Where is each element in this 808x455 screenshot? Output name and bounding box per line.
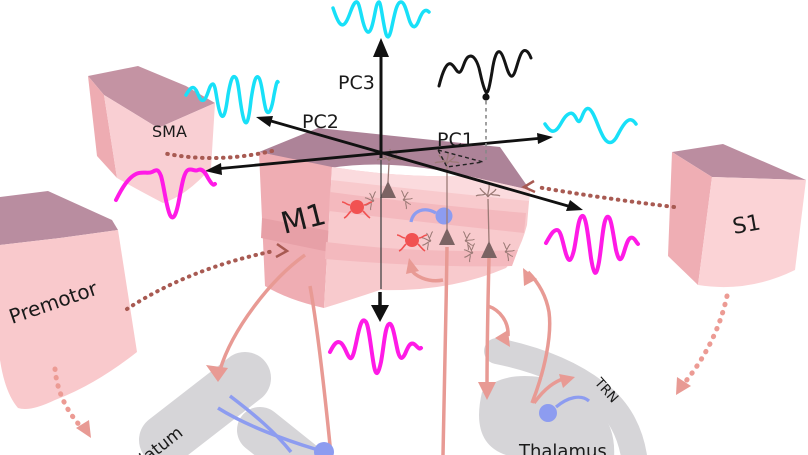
m1-descending-arrow-2: [441, 246, 449, 455]
s1-m1-dotted-link: [535, 185, 676, 209]
pyramidal-neurons: [380, 181, 497, 258]
m1-blue-neuron-icon: [435, 207, 453, 225]
pc2-pos-arrowhead-icon: [256, 116, 273, 127]
recurrent-arrowhead-icon: [406, 258, 419, 274]
premotor-striatum-arrowhead-icon: [76, 420, 91, 438]
pyramidal-neuron-icon: [481, 241, 497, 258]
trn-band: [484, 338, 647, 455]
s1-thalamus-dotted-link: [683, 293, 730, 384]
waveforms: [114, 0, 640, 375]
pc2-axis: [263, 117, 576, 210]
s1-label: S1: [731, 210, 763, 239]
dotted-connections-light: [52, 293, 730, 431]
thalamus-m1-arrowhead-icon: [523, 268, 537, 286]
pc3-negative-waveform: [328, 318, 423, 375]
pc2-label: PC2: [302, 111, 339, 133]
thalamus-trn-arrowhead-icon: [559, 374, 575, 388]
pc2-neg-arrowhead-icon: [566, 200, 583, 211]
pc1-neg-arrowhead-icon: [205, 163, 222, 175]
premotor-m1-dotted-link: [125, 249, 276, 311]
pc1-axis: [214, 136, 544, 171]
salmon-arrowheads: [206, 258, 575, 400]
observed-signal-waveform: [437, 49, 533, 94]
pc3-positive-waveform: [331, 0, 431, 39]
m1-striatum-arrow: [218, 253, 307, 371]
dotted-connections-dark: [125, 149, 676, 311]
pc2-positive-waveform: [184, 74, 280, 125]
premotor-block: [0, 191, 137, 409]
thalamus-m1-arrow: [526, 270, 552, 404]
pc3-label: PC3: [338, 72, 375, 94]
pc3-down-arrowhead-icon: [371, 305, 389, 322]
pc2-negative-waveform: [544, 213, 640, 275]
pyramidal-neuron-icon: [380, 181, 396, 198]
pc1-pos-arrowhead-icon: [537, 133, 553, 144]
m1-thalamus-arrow: [485, 257, 491, 389]
s1-block: [668, 144, 806, 288]
sma-label: SMA: [152, 122, 187, 141]
trn-branch-arrowhead-icon: [495, 330, 510, 347]
striatum-arrowhead-icon: [206, 365, 228, 382]
m1-sma-dotted-link: [161, 149, 274, 161]
projection-point-icon: [482, 93, 490, 101]
signal-projection: [436, 93, 490, 168]
pc1-negative-waveform: [114, 167, 217, 220]
blue-neurons: [217, 207, 591, 455]
m1-trn-branch-arrow: [487, 304, 510, 337]
premotor-m1-arrowhead-icon: [275, 242, 290, 259]
striatum-axon-2: [217, 406, 316, 451]
pc3-arrowhead-icon: [373, 38, 389, 57]
thalamus-label: Thalamus: [518, 441, 607, 455]
m1-descending-arrow-1: [308, 285, 333, 455]
s1-m1-arrowhead-icon: [521, 179, 536, 194]
striatum-axon-1: [228, 394, 293, 454]
pc1-label: PC1: [437, 129, 474, 151]
pca-axes: [205, 38, 583, 322]
pc1-positive-waveform: [543, 106, 638, 145]
salmon-projections: [218, 246, 567, 455]
s1-thalamus-arrowhead-icon: [676, 377, 691, 395]
striatum-neuron-icon: [314, 442, 334, 455]
projection-plane-mark: [436, 148, 484, 168]
pyramidal-neuron-icon: [439, 228, 455, 245]
trn-neuron-icon: [539, 404, 557, 422]
apical-dendrites: [387, 162, 490, 243]
trn-axon: [554, 395, 591, 409]
premotor-striatum-dotted-link: [52, 366, 85, 431]
m1-blue-axon: [409, 208, 437, 223]
thalamus-arrowhead-icon: [478, 382, 496, 400]
m1-microcircuit: [341, 148, 518, 263]
striatum-shape: [139, 352, 322, 455]
